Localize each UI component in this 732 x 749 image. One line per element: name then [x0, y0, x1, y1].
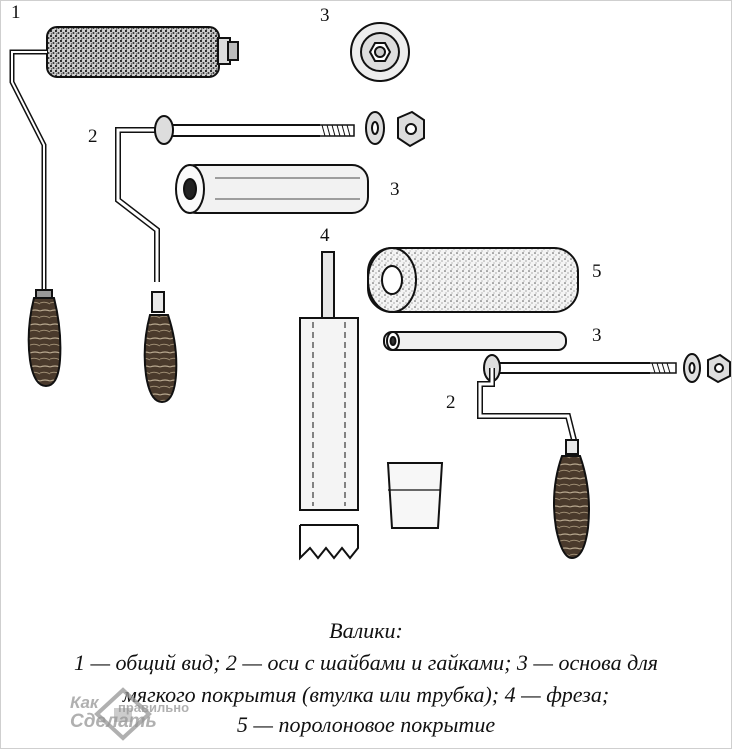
- watermark-house-icon: [94, 687, 152, 741]
- watermark-word-3: Сделать: [70, 711, 157, 732]
- axle-top: [115, 115, 355, 404]
- caption-line-3: 5 — поролоновое покрытие: [236, 712, 496, 737]
- base-sleeve: [175, 164, 369, 214]
- axle-bottom: [477, 354, 677, 560]
- foam-cover: [367, 247, 579, 313]
- label-axle-top: 2: [88, 126, 98, 147]
- watermark-logo: [94, 687, 152, 741]
- caption-line-2: мягкого покрытия (втулка или трубка); 4 …: [122, 682, 610, 707]
- roller-diagram: [9, 22, 731, 561]
- nut-bottom: [707, 353, 731, 384]
- cutter: [299, 251, 359, 561]
- cup: [386, 462, 444, 529]
- base-washer: [350, 22, 410, 82]
- washer-top: [365, 111, 385, 145]
- nut-top: [397, 110, 425, 148]
- washer-bottom: [683, 353, 701, 383]
- label-base-tube: 3: [592, 325, 602, 346]
- label-axle-bottom: 2: [446, 392, 456, 413]
- roller-general-view: [9, 26, 239, 388]
- label-roller-general: 1: [11, 2, 21, 23]
- caption-line-1: 1 — общий вид; 2 — оси с шайбами и гайка…: [73, 650, 659, 675]
- label-base-sleeve: 3: [390, 179, 400, 200]
- caption-title: Валики:: [329, 618, 403, 643]
- label-cutter: 4: [320, 225, 330, 246]
- base-tube: [383, 331, 567, 351]
- watermark-word-1: Как: [70, 693, 99, 712]
- watermark-word-2: правильно: [118, 700, 190, 715]
- label-base-washer: 3: [320, 5, 330, 26]
- label-foam-cover: 5: [592, 261, 602, 282]
